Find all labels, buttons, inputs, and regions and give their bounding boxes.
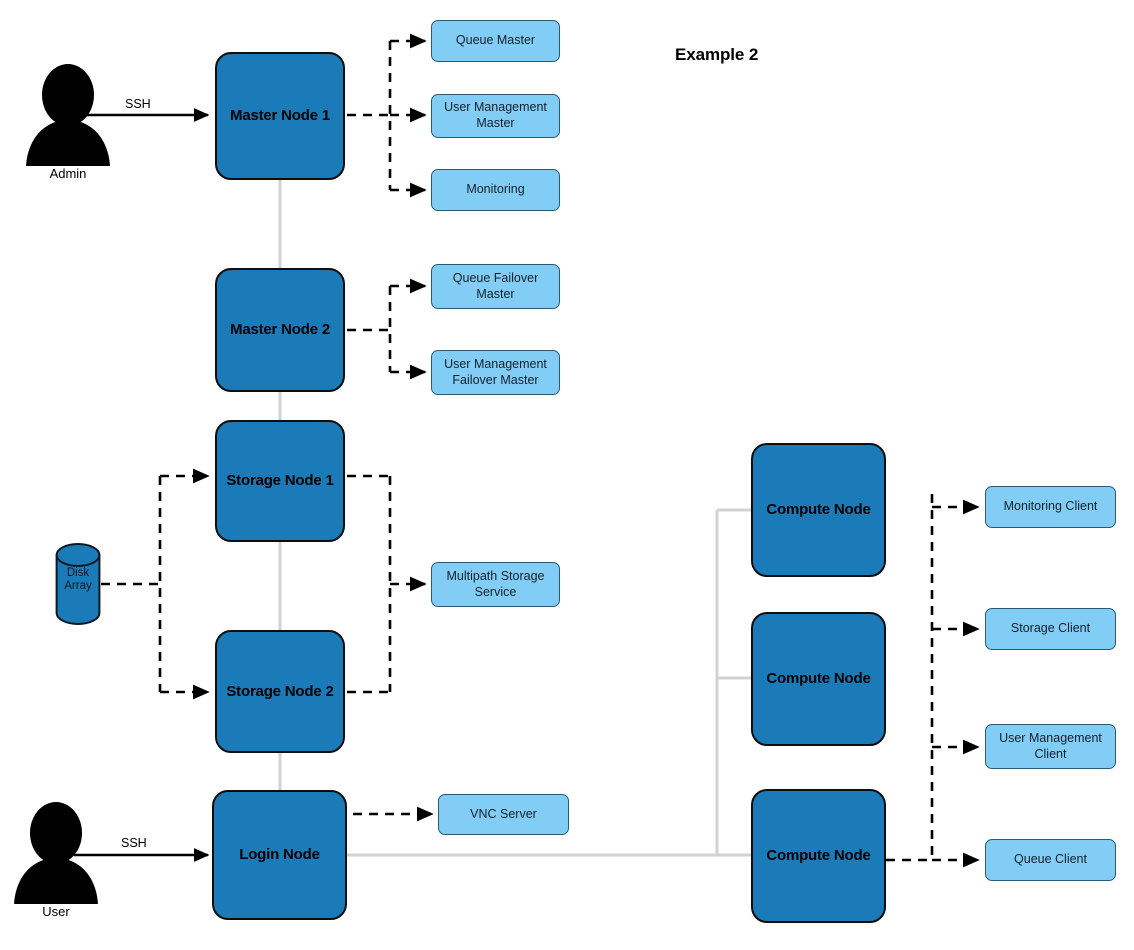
person-icon (14, 802, 98, 904)
compute-node-2-label: Compute Node (766, 670, 871, 687)
master-node-1-label: Master Node 1 (230, 107, 330, 124)
edges-diskarray-storage (101, 468, 210, 700)
user-management-client-label: User Management Client (999, 730, 1102, 761)
user-management-failover-master-node[interactable]: User Management Failover Master (431, 350, 560, 395)
solid-arrow-group (74, 108, 210, 862)
multipath-storage-service-label: Multipath Storage Service (446, 568, 545, 599)
edge-label-user-ssh: SSH (121, 836, 147, 850)
cylinder-icon (55, 543, 101, 625)
monitoring-client-label: Monitoring Client (1003, 499, 1098, 514)
queue-client-label: Queue Client (1014, 852, 1087, 867)
compute-node-1[interactable]: Compute Node (751, 443, 886, 577)
compute-node-3-label: Compute Node (766, 847, 871, 864)
master-node-1[interactable]: Master Node 1 (215, 52, 345, 180)
actor-admin: Admin (20, 62, 116, 181)
edge-label-admin-ssh: SSH (125, 97, 151, 111)
edges-master1-services (347, 33, 427, 198)
edges-storage-multipath (347, 474, 427, 694)
edges-master2-services (347, 278, 427, 380)
multipath-storage-service-node[interactable]: Multipath Storage Service (431, 562, 560, 607)
master-node-2-label: Master Node 2 (230, 321, 330, 338)
queue-master-label: Queue Master (455, 33, 536, 48)
storage-client-label: Storage Client (1010, 621, 1091, 636)
queue-master-node[interactable]: Queue Master (431, 20, 560, 62)
disk-array-node[interactable]: Disk Array (55, 543, 101, 625)
storage-node-1-label: Storage Node 1 (226, 472, 334, 489)
actor-user-label: User (42, 904, 70, 919)
queue-failover-master-label: Queue Failover Master (452, 270, 539, 301)
user-management-failover-master-label: User Management Failover Master (444, 356, 547, 387)
edges-compute-clients (886, 494, 980, 868)
diagram-title: Example 2 (675, 45, 759, 64)
compute-node-3[interactable]: Compute Node (751, 789, 886, 923)
monitoring-client-node[interactable]: Monitoring Client (985, 486, 1116, 528)
monitoring-label: Monitoring (466, 182, 525, 197)
compute-node-1-label: Compute Node (766, 501, 871, 518)
user-management-client-node[interactable]: User Management Client (985, 724, 1116, 769)
storage-node-1[interactable]: Storage Node 1 (215, 420, 345, 542)
login-node-label: Login Node (239, 846, 320, 863)
user-management-master-label: User Management Master (444, 100, 547, 130)
actor-user: User (8, 800, 104, 919)
person-icon (26, 64, 110, 166)
queue-client-node[interactable]: Queue Client (985, 839, 1116, 881)
vnc-server-label: VNC Server (470, 806, 537, 821)
compute-node-2[interactable]: Compute Node (751, 612, 886, 746)
storage-node-2-label: Storage Node 2 (226, 682, 334, 700)
vnc-server-node[interactable]: VNC Server (438, 794, 569, 835)
actor-admin-label: Admin (49, 166, 87, 181)
monitoring-node[interactable]: Monitoring (431, 169, 560, 211)
login-node[interactable]: Login Node (212, 790, 347, 920)
queue-failover-master-node[interactable]: Queue Failover Master (431, 264, 560, 309)
user-management-master-node[interactable]: User Management Master (431, 94, 560, 138)
storage-client-node[interactable]: Storage Client (985, 608, 1116, 650)
storage-node-2[interactable]: Storage Node 2 (215, 630, 345, 753)
master-node-2[interactable]: Master Node 2 (215, 268, 345, 392)
